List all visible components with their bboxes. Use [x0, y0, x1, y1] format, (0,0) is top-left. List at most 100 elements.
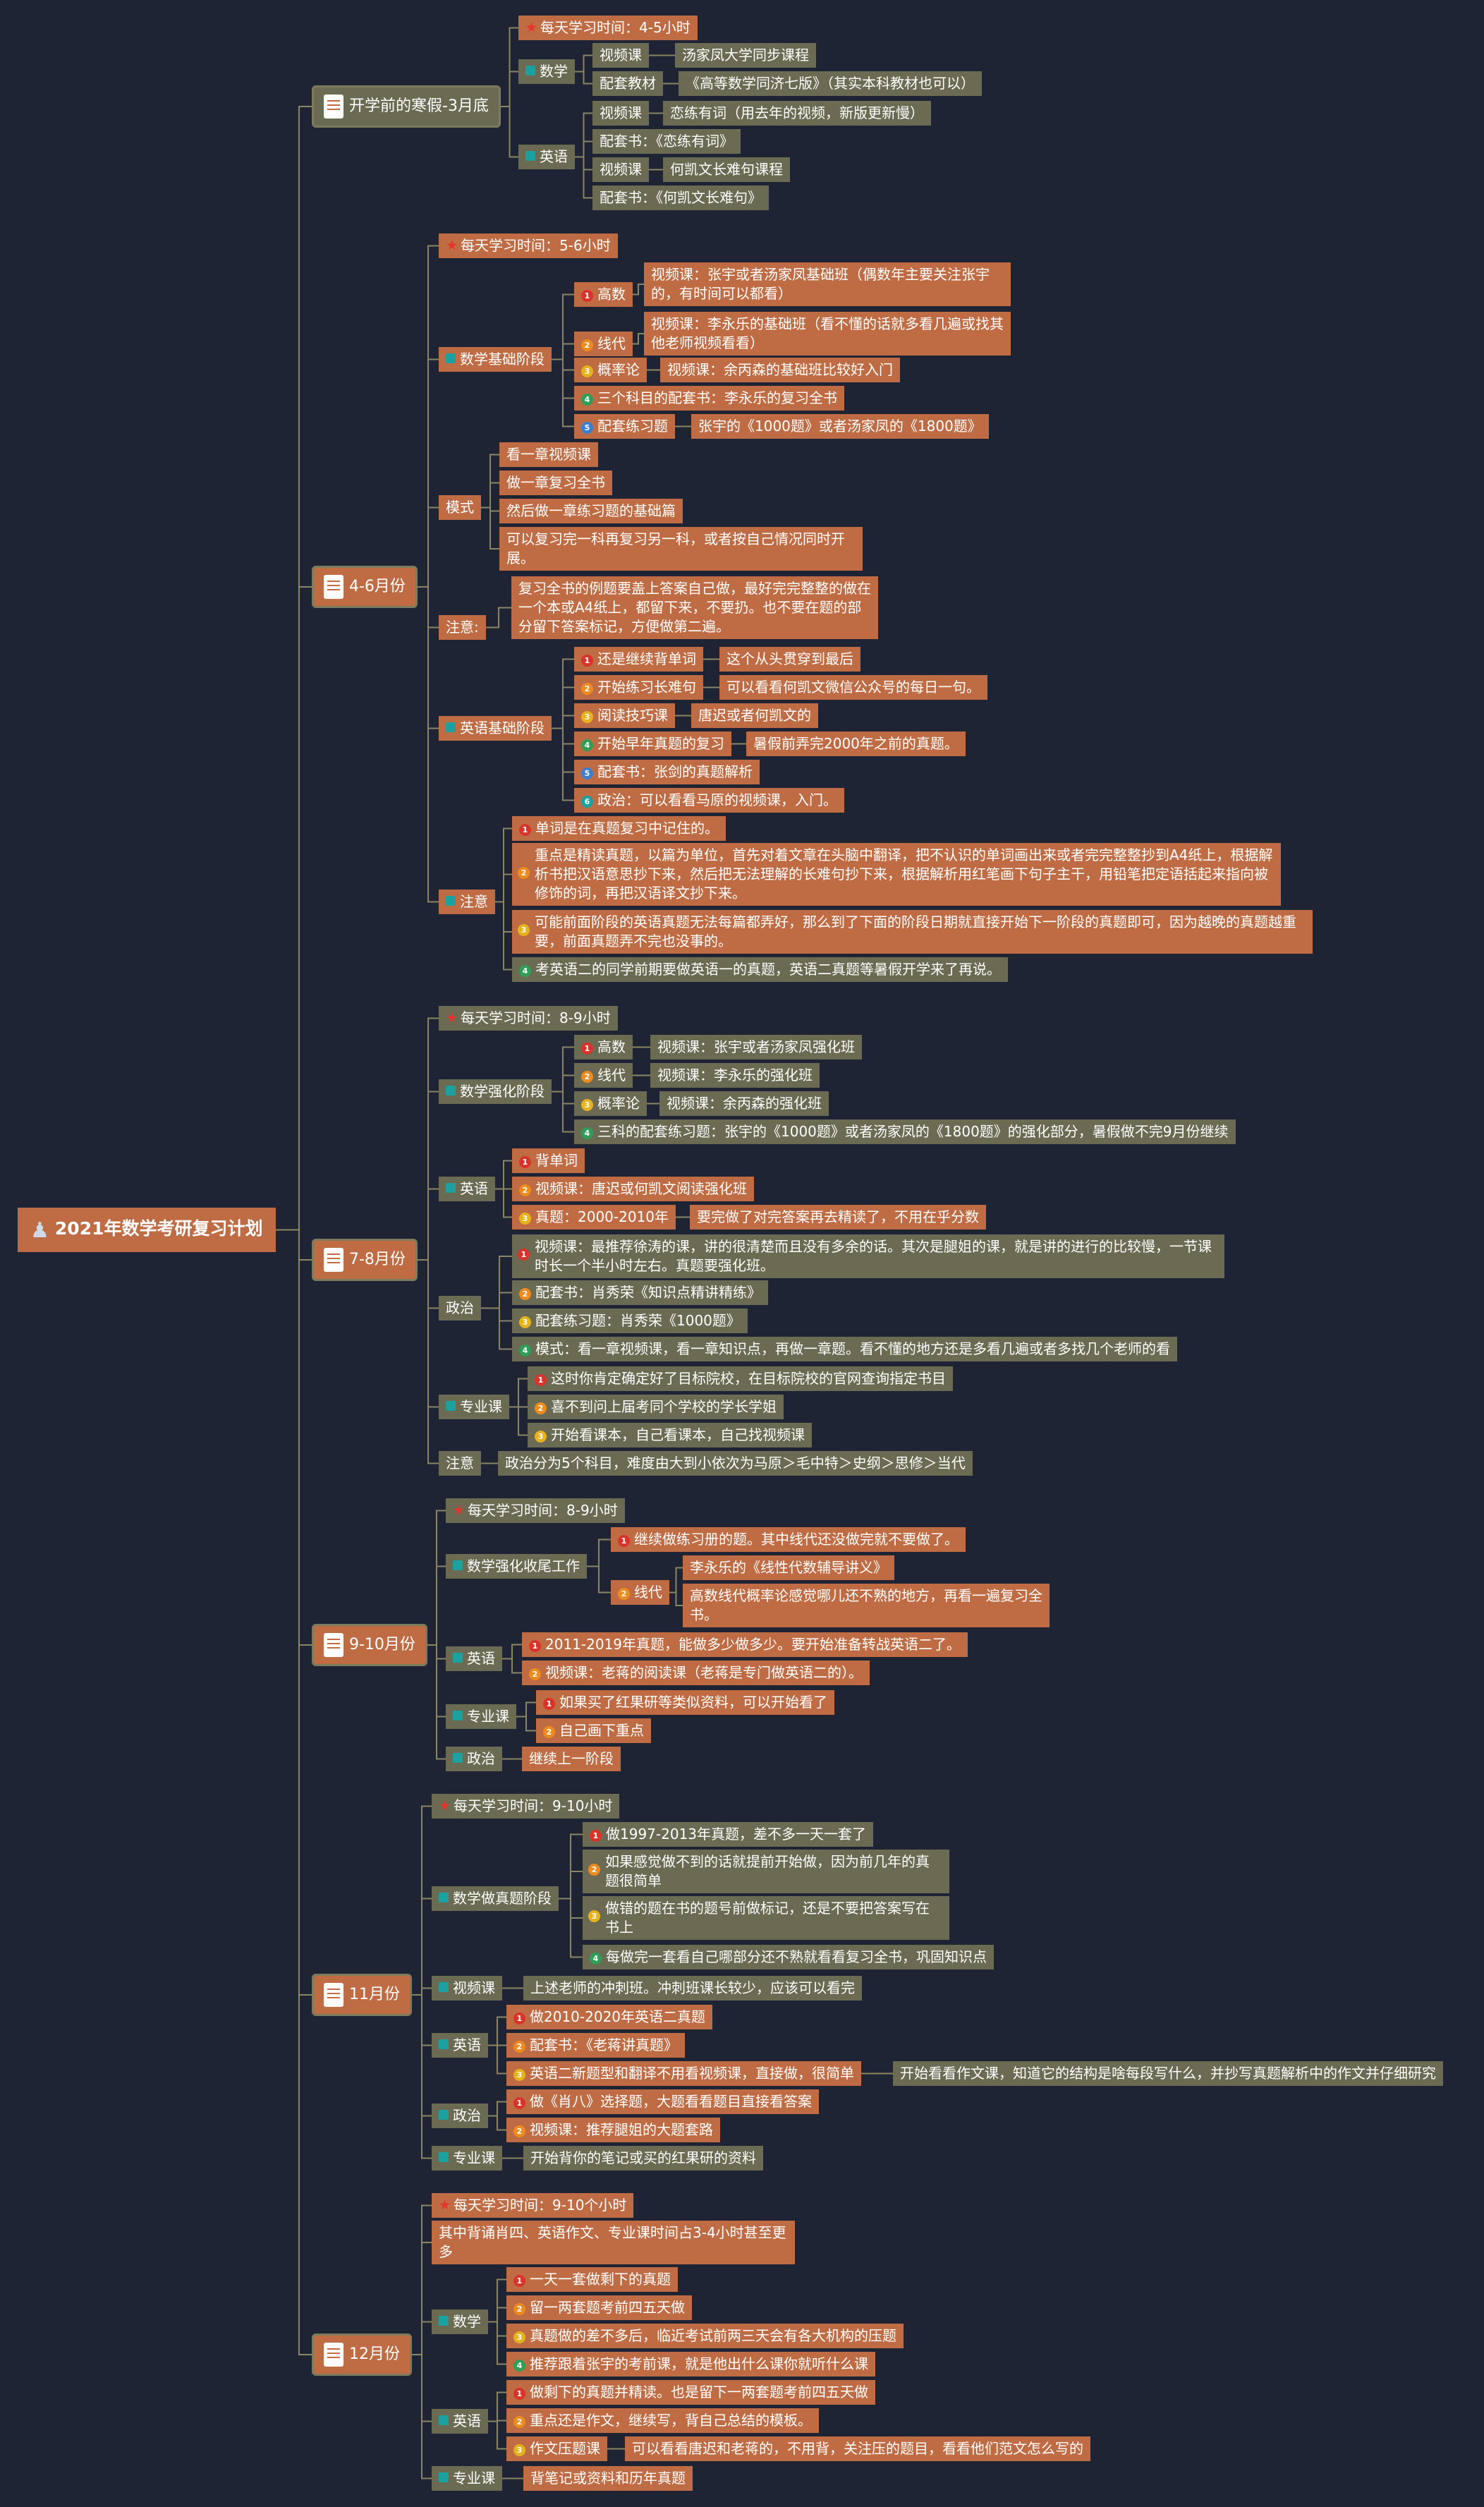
daily-time[interactable]: ★每天学习时间：8-9小时: [446, 1498, 625, 1523]
section-jul-aug[interactable]: 7-8月份: [312, 1239, 418, 1281]
topic-math[interactable]: 数学: [432, 2309, 488, 2334]
leaf[interactable]: 看一章视频课: [499, 442, 598, 467]
topic-politics[interactable]: 政治: [432, 2104, 488, 2128]
leaf[interactable]: 汤家凤大学同步课程: [675, 43, 816, 68]
leaf[interactable]: 视频课: [592, 101, 649, 126]
topic-major[interactable]: 专业课: [432, 2466, 502, 2491]
daily-time[interactable]: ★每天学习时间：8-9小时: [439, 1006, 618, 1031]
leaf[interactable]: 视频课：余丙森的强化班: [659, 1091, 829, 1116]
leaf[interactable]: 可以看看何凯文微信公众号的每日一句。: [719, 675, 987, 700]
leaf[interactable]: 视频课: [592, 157, 649, 182]
topic-math-exam[interactable]: 数学做真题阶段: [432, 1886, 559, 1911]
topic-politics[interactable]: 政治: [439, 1296, 481, 1321]
section-dec[interactable]: 12月份: [312, 2333, 412, 2376]
leaf[interactable]: 配套书：《恋练有词》: [592, 129, 741, 154]
leaf[interactable]: 这个从头贯穿到最后: [719, 647, 860, 672]
topic-english[interactable]: 英语: [446, 1646, 502, 1671]
leaf[interactable]: 视频课：张宇或者汤家凤基础班（偶数年主要关注张宇的，有时间可以都看）: [644, 262, 1011, 306]
topic-major[interactable]: 专业课: [432, 2146, 502, 2171]
topic-math-basic[interactable]: 数学基础阶段: [439, 347, 552, 372]
topic-politics[interactable]: 政治: [446, 1747, 502, 1771]
section-apr-jun[interactable]: 4-6月份: [312, 566, 418, 608]
leaf[interactable]: 然后做一章练习题的基础篇: [499, 499, 683, 523]
leaf[interactable]: 配套教材: [592, 71, 663, 96]
leaf[interactable]: 背笔记或资料和历年真题: [523, 2466, 693, 2491]
leaf[interactable]: 可以复习完一科再复习另一科，或者按自己情况同时开展。: [499, 527, 863, 571]
leaf[interactable]: 唐迟或者何凯文的: [691, 703, 818, 728]
leaf[interactable]: 视频课：余丙森的基础班比较好入门: [660, 358, 900, 382]
leaf[interactable]: 继续上一阶段: [522, 1747, 621, 1771]
topic-english[interactable]: 英语: [439, 1177, 495, 1201]
section-winter[interactable]: 开学前的寒假-3月底: [312, 85, 501, 128]
leaf[interactable]: 做一章复习全书: [499, 471, 612, 495]
topic-note[interactable]: 注意: [439, 890, 495, 914]
leaf[interactable]: 开始看看作文课，知道它的结构是啥每段写什么，并抄写真题解析中的作文并仔细研究: [893, 2061, 1443, 2086]
topic-math-wrapup[interactable]: 数学强化收尾工作: [446, 1554, 587, 1579]
leaf[interactable]: 可以看看唐迟和老蒋的，不用背，关注压的题目，看看他们范文怎么写的: [625, 2436, 1090, 2461]
topic-major[interactable]: 专业课: [446, 1704, 516, 1729]
topic-video[interactable]: 视频课: [432, 1976, 502, 2001]
section-sep-oct[interactable]: 9-10月份: [312, 1624, 427, 1666]
daily-time[interactable]: ★每天学习时间：5-6小时: [439, 233, 618, 258]
topic-major[interactable]: 专业课: [439, 1395, 509, 1419]
leaf[interactable]: 视频课: [592, 43, 649, 68]
leaf[interactable]: 视频课：张宇或者汤家凤强化班: [650, 1035, 862, 1060]
leaf[interactable]: 其中背诵肖四、英语作文、专业课时间占3-4小时甚至更多: [432, 2221, 795, 2264]
leaf[interactable]: 视频课：李永乐的强化班: [650, 1063, 820, 1088]
leaf[interactable]: 要完做了对完答案再去精读了，不用在乎分数: [690, 1205, 986, 1230]
leaf[interactable]: 暑假前弄完2000年之前的真题。: [746, 732, 966, 756]
topic-english[interactable]: 英语: [432, 2409, 488, 2434]
topic-note[interactable]: 注意:: [439, 615, 486, 640]
topic-english-basic[interactable]: 英语基础阶段: [439, 716, 552, 741]
topic-english[interactable]: 英语: [518, 145, 575, 169]
leaf[interactable]: 高数线代概率论感觉哪儿还不熟的地方，再看一遍复习全书。: [683, 1584, 1050, 1627]
leaf[interactable]: 何凯文长难句课程: [663, 157, 790, 182]
leaf[interactable]: 李永乐的《线性代数辅导讲义》: [683, 1555, 894, 1580]
leaf[interactable]: 《高等数学同济七版》（其实本科教材也可以）: [679, 71, 982, 96]
section-nov[interactable]: 11月份: [312, 1974, 412, 2016]
leaf[interactable]: 张宇的《1000题》或者汤家凤的《1800题》: [691, 414, 989, 439]
topic-english[interactable]: 英语: [432, 2033, 488, 2058]
topic-note[interactable]: 注意: [439, 1451, 481, 1476]
